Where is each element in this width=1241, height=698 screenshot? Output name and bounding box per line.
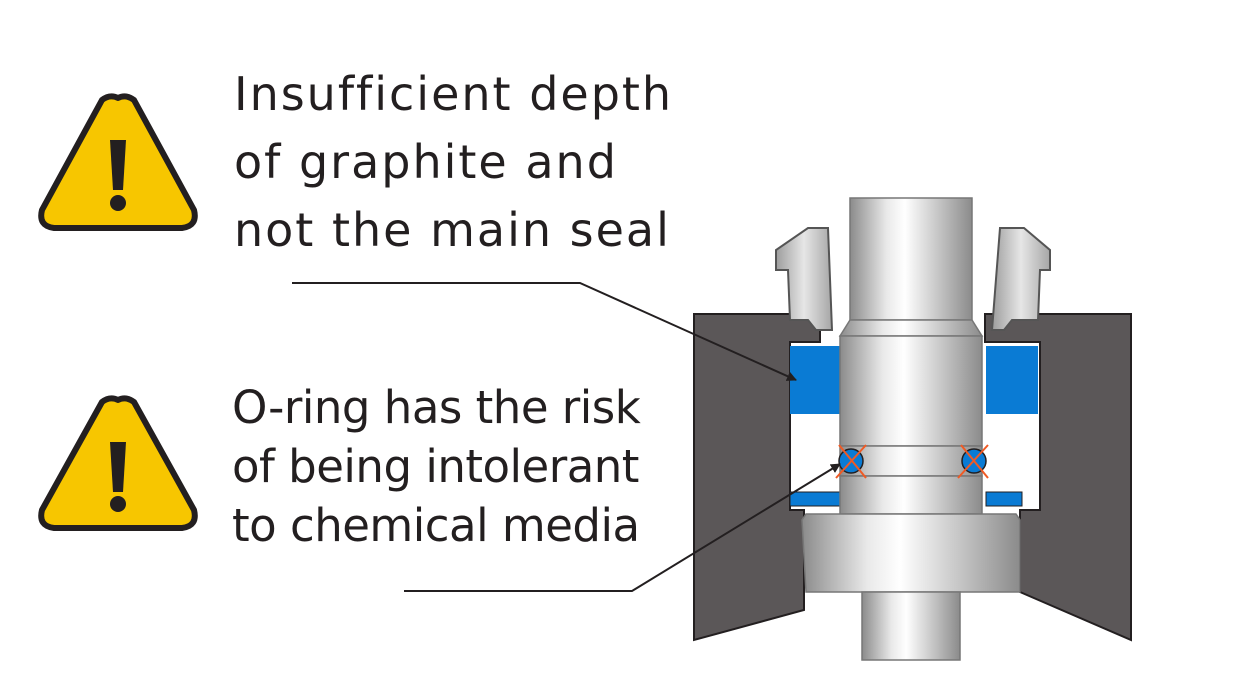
warning-callout-o-ring: O-ring has the risk of being intolerant … xyxy=(232,378,641,555)
warning-callout-graphite: Insufficient depth of graphite and not t… xyxy=(234,60,673,264)
graphite-packing xyxy=(789,346,1038,507)
warning-triangle-icon xyxy=(38,93,198,231)
valve-stem xyxy=(801,197,1021,661)
leader-line-graphite xyxy=(292,282,797,381)
callout-line: not the main seal xyxy=(234,203,671,257)
callout-line: of graphite and xyxy=(234,135,618,189)
gland-clamp xyxy=(775,227,1051,331)
leader-line-o-ring xyxy=(404,463,841,592)
o-ring-left xyxy=(835,444,867,479)
callout-line: O-ring has the risk xyxy=(232,381,641,434)
warning-triangle-icon xyxy=(38,395,198,531)
o-ring-right xyxy=(957,444,989,479)
callout-line: Insufficient depth xyxy=(234,67,674,121)
callout-line: of being intolerant xyxy=(232,440,639,493)
callout-line: to chemical media xyxy=(232,499,640,552)
